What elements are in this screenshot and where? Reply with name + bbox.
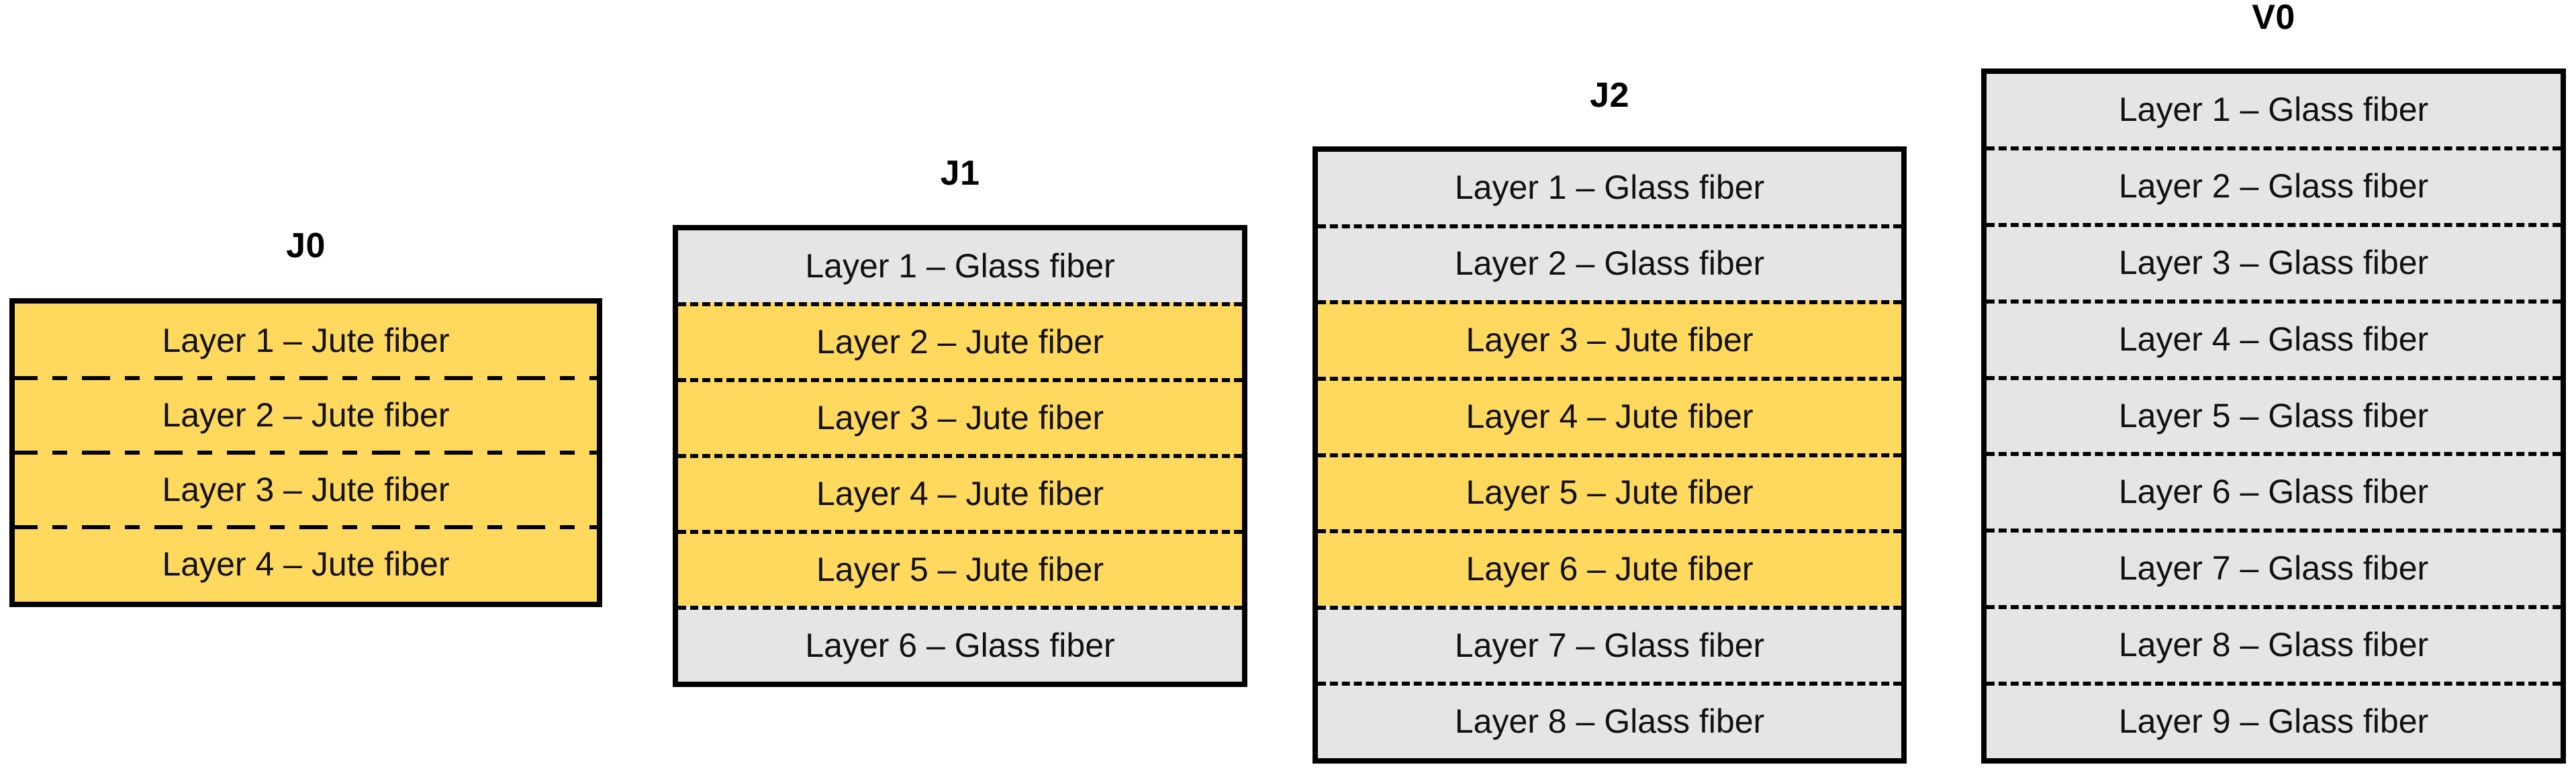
layer-row: Layer 4 – Jute fiber xyxy=(15,525,597,602)
stack-title-v0: V0 xyxy=(2252,0,2295,37)
layer-label: Layer 8 – Glass fiber xyxy=(2118,626,2429,664)
layer-row: Layer 4 – Jute fiber xyxy=(1318,376,1901,453)
layer-row: Layer 4 – Jute fiber xyxy=(678,454,1242,530)
layer-label: Layer 7 – Glass fiber xyxy=(2118,549,2429,588)
layer-row: Layer 2 – Jute fiber xyxy=(678,302,1242,378)
layer-label: Layer 1 – Glass fiber xyxy=(2118,90,2429,128)
layer-label: Layer 6 – Glass fiber xyxy=(2118,473,2429,511)
layer-label: Layer 6 – Jute fiber xyxy=(1466,549,1754,588)
layer-row: Layer 1 – Jute fiber xyxy=(15,304,597,378)
layer-row: Layer 1 – Glass fiber xyxy=(1987,74,2561,146)
layer-row: Layer 2 – Glass fiber xyxy=(1318,224,1901,301)
layer-row: Layer 7 – Glass fiber xyxy=(1318,605,1901,682)
layer-label: Layer 5 – Glass fiber xyxy=(2118,396,2429,435)
layer-label: Layer 4 – Glass fiber xyxy=(2118,320,2429,358)
layer-label: Layer 8 – Glass fiber xyxy=(1454,702,1765,741)
layer-row: Layer 6 – Glass fiber xyxy=(1987,452,2561,529)
layer-row: Layer 4 – Glass fiber xyxy=(1987,299,2561,376)
stack-title-j2: J2 xyxy=(1590,76,1629,115)
layer-row: Layer 8 – Glass fiber xyxy=(1318,682,1901,758)
layer-label: Layer 1 – Jute fiber xyxy=(162,321,450,359)
stack-title-j0: J0 xyxy=(286,226,326,265)
layer-row: Layer 2 – Jute fiber xyxy=(15,376,597,453)
layer-label: Layer 3 – Jute fiber xyxy=(162,470,450,508)
layer-label: Layer 3 – Glass fiber xyxy=(2118,243,2429,281)
layer-row: Layer 3 – Glass fiber xyxy=(1987,222,2561,300)
layer-label: Layer 4 – Jute fiber xyxy=(816,474,1104,512)
layer-row: Layer 3 – Jute fiber xyxy=(678,378,1242,454)
layer-row: Layer 7 – Glass fiber xyxy=(1987,529,2561,606)
layer-label: Layer 2 – Glass fiber xyxy=(1454,244,1765,283)
layer-label: Layer 9 – Glass fiber xyxy=(2118,702,2429,741)
layer-row: Layer 9 – Glass fiber xyxy=(1987,682,2561,758)
layer-label: Layer 3 – Jute fiber xyxy=(816,398,1104,437)
layer-row: Layer 5 – Jute fiber xyxy=(678,530,1242,606)
layer-label: Layer 7 – Glass fiber xyxy=(1454,626,1765,664)
layer-row: Layer 2 – Glass fiber xyxy=(1987,146,2561,223)
stack-title-j1: J1 xyxy=(940,154,980,193)
layer-label: Layer 1 – Glass fiber xyxy=(805,246,1115,285)
layer-label: Layer 5 – Jute fiber xyxy=(816,550,1104,588)
layer-label: Layer 6 – Glass fiber xyxy=(805,626,1115,664)
layer-row: Layer 1 – Glass fiber xyxy=(678,230,1242,302)
layer-label: Layer 4 – Jute fiber xyxy=(1466,397,1754,435)
layer-label: Layer 5 – Jute fiber xyxy=(1466,473,1754,512)
layer-label: Layer 4 – Jute fiber xyxy=(162,545,450,583)
layer-row: Layer 5 – Glass fiber xyxy=(1987,375,2561,453)
layer-label: Layer 1 – Glass fiber xyxy=(1454,168,1765,206)
layer-row: Layer 8 – Glass fiber xyxy=(1987,605,2561,682)
layer-row: Layer 6 – Jute fiber xyxy=(1318,529,1901,606)
layer-label: Layer 2 – Jute fiber xyxy=(816,322,1104,361)
layer-row: Layer 3 – Jute fiber xyxy=(15,451,597,527)
layer-row: Layer 6 – Glass fiber xyxy=(678,606,1242,682)
layer-label: Layer 3 – Jute fiber xyxy=(1466,321,1754,359)
layer-row: Layer 1 – Glass fiber xyxy=(1318,152,1901,224)
layer-label: Layer 2 – Glass fiber xyxy=(2118,167,2429,205)
layer-row: Layer 3 – Jute fiber xyxy=(1318,300,1901,377)
layer-row: Layer 5 – Jute fiber xyxy=(1318,453,1901,530)
layer-label: Layer 2 – Jute fiber xyxy=(162,396,450,434)
